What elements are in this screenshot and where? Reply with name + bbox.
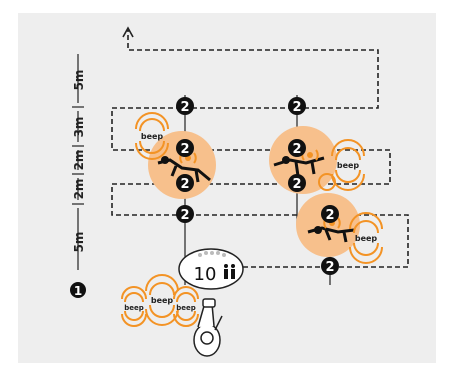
scale-label-5m-bottom: 5m	[72, 232, 86, 253]
scale-label-3m: 3m	[72, 117, 86, 138]
scale-label-2m-upper: 2m	[72, 150, 86, 171]
diagram-panel	[18, 13, 436, 363]
marker-2: 2	[288, 139, 306, 157]
marker-2: 2	[176, 174, 194, 192]
victim-zone	[148, 131, 216, 199]
beep-signal-1	[135, 112, 197, 164]
victim-1	[148, 131, 216, 199]
svg-text:2: 2	[180, 208, 189, 223]
beep-label: beep	[355, 234, 378, 243]
svg-text:1: 1	[74, 284, 82, 298]
victim-zone	[296, 193, 360, 257]
beep-label: beep	[141, 132, 164, 141]
people-icon	[224, 264, 235, 279]
svg-text:2: 2	[180, 142, 189, 157]
person-lying-icon	[273, 156, 325, 177]
scale-ruler	[72, 54, 84, 270]
marker-2-group: 2 2 2 2 2 2 2 2 2	[176, 97, 339, 275]
svg-text:2: 2	[292, 142, 301, 157]
transceiver-device: 10	[178, 248, 244, 290]
svg-text:2: 2	[292, 177, 301, 192]
step-badge: 1	[70, 282, 86, 298]
svg-text:2: 2	[325, 260, 334, 275]
marker-2: 2	[321, 257, 339, 275]
beep-label: beep	[124, 304, 144, 312]
scale-label-2m-lower: 2m	[72, 179, 86, 200]
beep-signal-3	[323, 212, 383, 264]
path-arrow-icon	[122, 26, 134, 38]
searcher-person-icon	[193, 298, 223, 357]
search-path	[111, 30, 409, 268]
marker-2: 2	[176, 205, 194, 223]
scale-labels: 5m 3m 2m 2m 5m	[72, 70, 86, 253]
scale-label-5m-top: 5m	[72, 70, 86, 91]
marker-2: 2	[176, 139, 194, 157]
victim-3	[296, 193, 360, 257]
beep-label: beep	[151, 296, 174, 305]
marker-2: 2	[321, 205, 339, 223]
beep-label: beep	[176, 304, 196, 312]
svg-text:2: 2	[292, 100, 301, 115]
svg-text:2: 2	[180, 177, 189, 192]
marker-2: 2	[176, 97, 194, 115]
device-count: 10	[194, 264, 217, 285]
marker-2: 2	[288, 97, 306, 115]
svg-text:2: 2	[180, 100, 189, 115]
searcher-beeps	[121, 274, 199, 327]
marker-2: 2	[288, 174, 306, 192]
beep-label: beep	[337, 161, 360, 170]
svg-text:2: 2	[325, 208, 334, 223]
